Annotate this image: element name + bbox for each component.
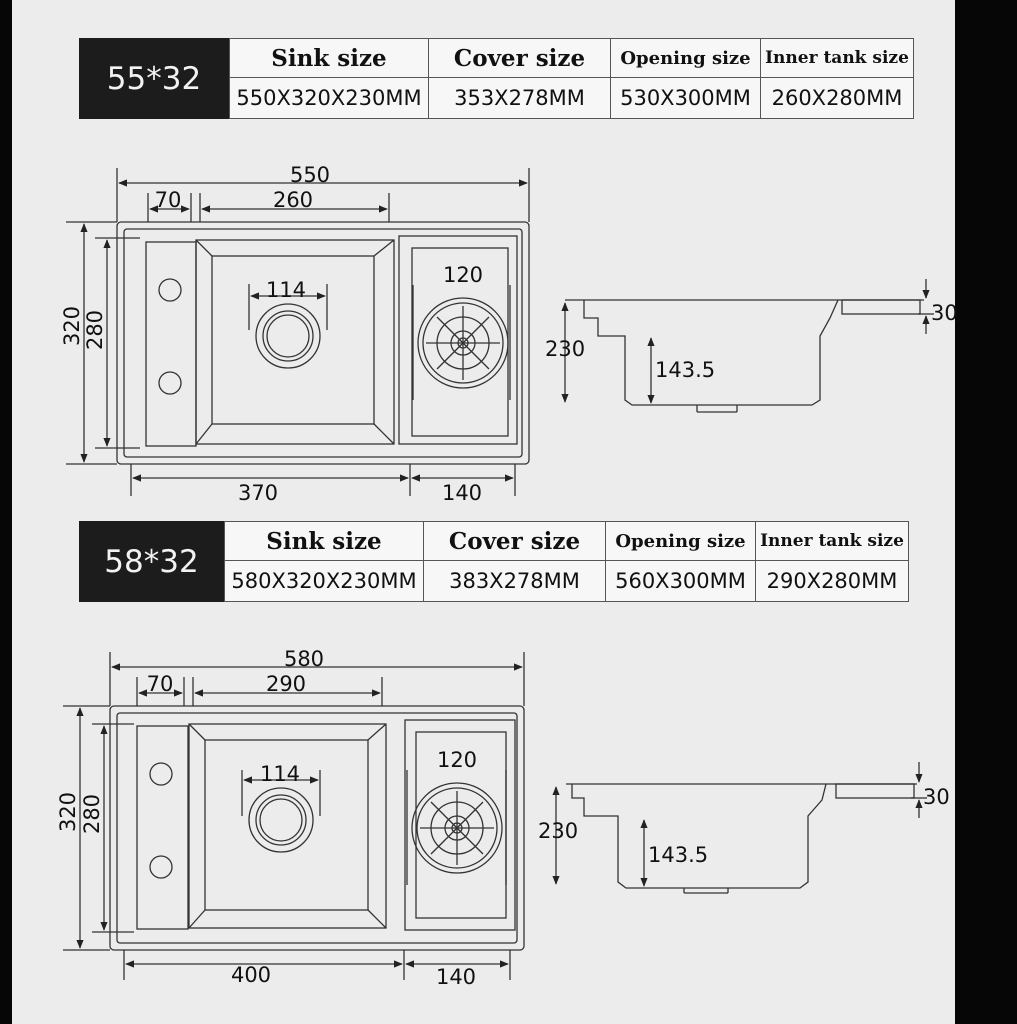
dim-rim: 30 [931,301,958,325]
dim-height: 320 [60,306,84,346]
spec-table-55x32: 55*32 Sink size Cover size Opening size … [79,37,914,119]
value-sink-size: 580X320X230MM [224,560,424,602]
dim-depth: 230 [538,819,578,843]
dim-basin-width: 290 [266,672,306,696]
dim-depth: 230 [545,337,585,361]
header-opening-size: Opening size [610,37,761,79]
header-cover-size: Cover size [428,37,611,79]
header-opening-size: Opening size [605,520,756,562]
header-inner-tank-size: Inner tank size [755,520,909,562]
dim-filter: 120 [443,263,483,287]
dim-total-width: 580 [284,647,324,671]
dim-left-strip: 70 [147,672,174,696]
value-opening-size: 530X300MM [610,77,761,119]
header-cover-size: Cover size [423,520,606,562]
dim-bottom-right: 140 [442,481,482,505]
dim-filter: 120 [437,748,477,772]
value-cover-size: 353X278MM [428,77,611,119]
section-view-55x32 [561,279,934,413]
dim-total-width: 550 [290,163,330,187]
value-inner-tank-size: 290X280MM [755,560,909,602]
dim-inner-height: 280 [80,794,104,834]
spec-grid: Sink size Cover size Opening size Inner … [229,37,914,119]
value-sink-size: 550X320X230MM [229,77,429,119]
dim-bottom-left: 400 [231,963,271,987]
spec-table-58x32: 58*32 Sink size Cover size Opening size … [79,520,909,602]
value-cover-size: 383X278MM [423,560,606,602]
dim-basin-width: 260 [273,188,313,212]
dim-bottom-left: 370 [238,481,278,505]
dim-inner-height: 280 [83,310,107,350]
content-panel [12,0,955,1024]
plan-view-55x32 [66,168,530,496]
plan-view-58x32 [63,652,525,980]
dim-drain: 114 [260,762,300,786]
dim-inner-depth: 143.5 [655,358,715,382]
header-inner-tank-size: Inner tank size [760,37,914,79]
dim-height: 320 [56,792,80,832]
dim-rim: 30 [923,785,950,809]
dim-left-strip: 70 [155,188,182,212]
model-label: 55*32 [79,38,229,119]
value-opening-size: 560X300MM [605,560,756,602]
dim-bottom-right: 140 [436,965,476,989]
section-view-58x32 [552,762,927,894]
header-sink-size: Sink size [224,520,424,562]
spec-grid: Sink size Cover size Opening size Inner … [224,520,909,602]
model-label: 58*32 [79,521,224,602]
dim-drain: 114 [266,278,306,302]
value-inner-tank-size: 260X280MM [760,77,914,119]
dim-inner-depth: 143.5 [648,843,708,867]
